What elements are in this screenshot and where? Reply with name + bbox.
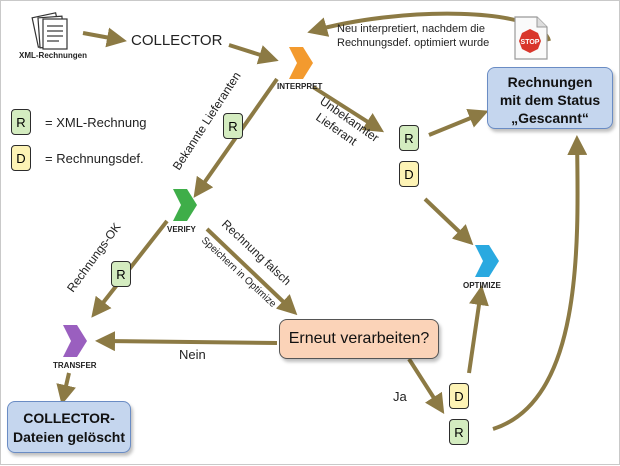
arrow-ja-to-optimize [467,285,489,374]
label-reinterpret-2: Rechnungsdef. optimiert wurde [337,37,490,49]
legend-badge-d: D [11,145,31,171]
label-reinterpret-1: Neu interpretiert, nachdem die [337,23,485,35]
arrow-question-to-transfer [95,331,278,352]
arrow-verify-to-question [205,227,298,316]
label-yes: Ja [393,389,407,404]
xml-rechnungen-label: XML-Rechnungen [19,51,87,60]
interpret-label: INTERPRET [277,82,323,91]
arrow-transfer-to-deleted [56,372,76,405]
status-line-1: Rechnungen [507,74,593,90]
arrow-verify-to-transfer [91,219,169,318]
interpret-chevron-icon [289,47,313,79]
status-line-3: „Gescannt“ [511,110,589,126]
arrow-question-to-ja [407,357,445,415]
arrow-xml-to-collector [82,27,127,48]
legend-text-r: = XML-Rechnung [45,115,147,130]
optimize-chevron-icon [475,245,499,277]
arrow-interpret-to-unknown [311,85,385,133]
collector-label: COLLECTOR [131,32,223,49]
legend-badge-r: R [11,109,31,135]
label-save-optimize: Speichern in Optimize [199,235,278,310]
svg-text:STOP: STOP [521,39,540,46]
deleted-line-1: COLLECTOR- [23,410,115,426]
badge-ja-d: D [449,383,469,409]
badge-unknown-r: R [399,125,419,151]
arrow-collector-to-interpret [228,43,279,65]
document-stack-icon [31,12,68,50]
stop-document-icon: STOP [514,16,548,60]
deleted-line-2: Dateien gelöscht [12,429,126,445]
arrow-unknown-to-optimize [423,197,474,246]
verify-chevron-icon [173,189,197,221]
arrow-ja-to-status [492,135,588,431]
verify-label: VERIFY [167,225,196,234]
collector-deleted-box: COLLECTOR- Dateien gelöscht [7,401,131,453]
optimize-label: OPTIMIZE [463,281,501,290]
question-box: Erneut verarbeiten? [279,319,439,359]
badge-verify-r: R [111,261,131,287]
transfer-label: TRANSFER [53,361,97,370]
legend-text-d: = Rechnungsdef. [45,151,144,166]
transfer-chevron-icon [63,325,87,357]
arrow-unknown-to-status [428,109,489,137]
question-text: Erneut verarbeiten? [288,330,430,347]
status-line-2: mit dem Status [499,92,601,108]
status-box: Rechnungen mit dem Status „Gescannt“ [487,67,613,129]
badge-ja-r: R [449,419,469,445]
label-no: Nein [179,347,206,362]
badge-unknown-d: D [399,161,419,187]
badge-interpret-r: R [223,113,243,139]
